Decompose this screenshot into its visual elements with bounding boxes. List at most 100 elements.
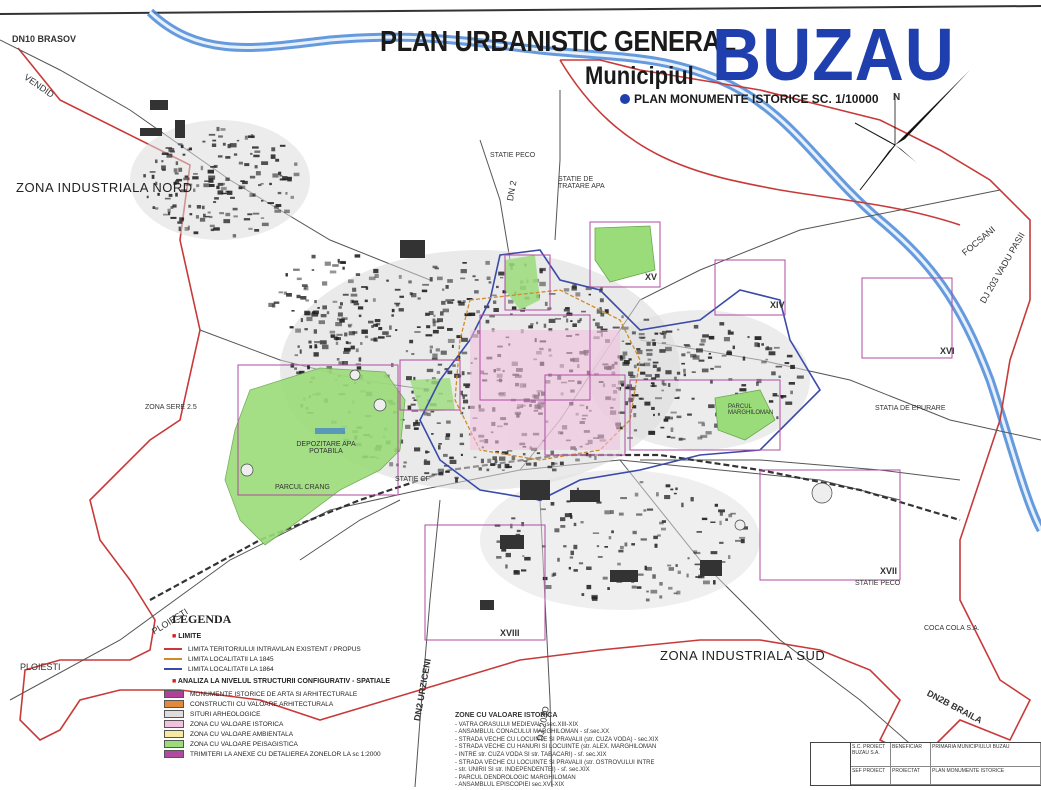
building	[335, 341, 339, 345]
building	[348, 279, 354, 284]
building	[346, 341, 352, 345]
building	[188, 204, 192, 208]
building	[162, 168, 166, 171]
zone-item: - STRADA VECHE CU LOCUINTE SI PRAVALII (…	[455, 736, 659, 743]
building	[757, 342, 760, 348]
building	[695, 576, 702, 578]
building	[216, 185, 220, 190]
building	[357, 306, 364, 310]
legend-swatch	[164, 658, 182, 660]
building	[247, 213, 253, 216]
building	[507, 450, 513, 452]
building	[447, 279, 453, 283]
building	[275, 204, 282, 207]
building	[317, 307, 320, 309]
building	[391, 308, 395, 313]
building	[238, 186, 243, 189]
building	[210, 228, 215, 232]
building	[425, 334, 433, 337]
building	[586, 584, 592, 590]
building	[196, 184, 200, 188]
building	[699, 343, 705, 346]
building	[670, 436, 676, 439]
building	[676, 371, 681, 375]
building	[211, 143, 217, 147]
building	[497, 464, 502, 469]
building	[476, 310, 480, 314]
building	[501, 549, 507, 552]
building	[646, 508, 654, 511]
building	[184, 227, 189, 231]
building	[296, 294, 301, 299]
building	[338, 306, 342, 309]
building	[730, 512, 736, 515]
label-annex-xv: XV	[645, 272, 658, 282]
building	[337, 312, 343, 317]
building	[596, 326, 603, 329]
building	[324, 261, 331, 266]
building	[398, 275, 402, 279]
historic-zones	[470, 330, 620, 450]
building	[411, 409, 419, 412]
building	[208, 133, 216, 136]
building	[681, 502, 684, 508]
building	[336, 358, 340, 361]
building	[178, 167, 183, 172]
building	[652, 342, 656, 346]
building	[790, 364, 795, 369]
building	[177, 143, 183, 146]
building	[543, 323, 547, 328]
building	[417, 297, 421, 300]
building	[189, 213, 193, 216]
building	[620, 545, 624, 550]
building	[463, 399, 469, 404]
building	[796, 375, 804, 379]
building	[243, 218, 251, 221]
building	[229, 143, 237, 148]
building	[675, 388, 681, 392]
building	[220, 128, 226, 131]
building	[247, 135, 255, 138]
building	[445, 285, 449, 289]
building	[152, 206, 156, 209]
building	[665, 370, 672, 375]
building	[633, 413, 637, 418]
building	[294, 367, 297, 370]
building	[693, 324, 699, 329]
building	[666, 435, 671, 438]
building	[602, 576, 608, 580]
building	[311, 311, 316, 314]
building	[768, 400, 774, 403]
legend-title: LEGENDA	[172, 612, 232, 626]
building	[493, 308, 499, 312]
legend-item-label: ZONA CU VALOARE ISTORICA	[190, 720, 284, 728]
building	[502, 290, 507, 294]
building	[644, 401, 651, 406]
building	[411, 293, 417, 298]
building	[283, 291, 287, 295]
building	[621, 340, 625, 342]
building	[352, 287, 357, 292]
building	[554, 528, 560, 533]
building	[248, 227, 253, 230]
building	[370, 338, 376, 341]
building	[560, 525, 566, 528]
building	[286, 293, 292, 297]
building	[486, 276, 491, 280]
building	[660, 333, 664, 335]
building	[542, 545, 546, 548]
building	[365, 286, 369, 290]
building	[468, 312, 476, 316]
label-zona-sere: ZONA SERE 2.5	[145, 404, 197, 411]
cartouche-plan: PLAN MONUMENTE ISTORICE	[931, 767, 1041, 785]
building	[632, 530, 637, 535]
building	[511, 517, 516, 520]
building	[645, 598, 650, 602]
building	[209, 224, 215, 228]
building	[625, 401, 629, 406]
building	[684, 345, 691, 348]
building	[350, 299, 354, 304]
title-city: BUZAU	[712, 13, 955, 96]
building	[597, 556, 603, 558]
building	[547, 307, 552, 310]
